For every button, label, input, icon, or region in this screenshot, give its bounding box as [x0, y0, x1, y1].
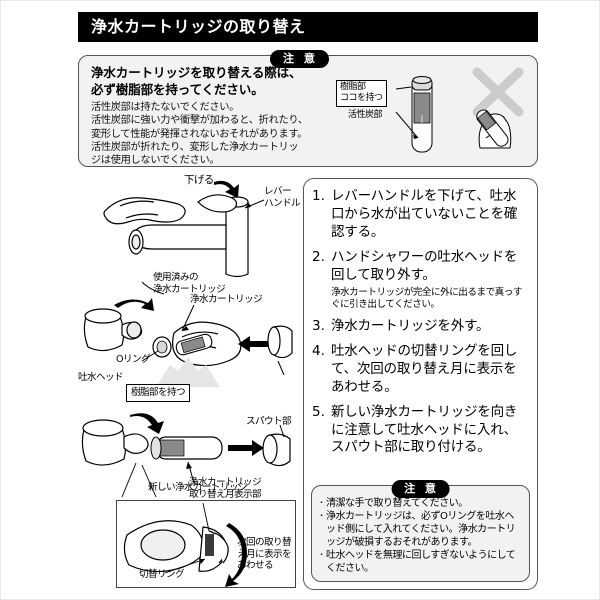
- lower-label: 下げる: [184, 174, 214, 186]
- step-item: 2. ハンドシャワーの吐水ヘッドを回して取り外す。 浄水カートリッジが完全に外に…: [312, 249, 529, 311]
- step-number: 1.: [312, 188, 325, 204]
- step-number: 2.: [312, 248, 325, 265]
- spout-head-label: 吐水ヘッド: [78, 372, 124, 383]
- top-caution-panel: 浄水カートリッジを取り替える際は、 必ず樹脂部を持ってください。 活性炭部は持た…: [78, 55, 538, 167]
- step-text: ハンドシャワーの吐水ヘッドを回して取り外す。: [331, 248, 518, 283]
- top-caution-sub-line: 活性炭部は持たないでください。: [91, 102, 240, 113]
- bottom-caution-item: ･ 清潔な手で取り替えてください。: [319, 497, 522, 510]
- switch-ring-illustration: [123, 502, 247, 587]
- month-display-label-line: 浄水カートリッジ: [189, 477, 262, 488]
- carbon-part-label: 活性炭部: [348, 110, 383, 120]
- bottom-caution-text: 浄水カートリッジは、必ずOリングを吐水ヘッド側にして入れてください。浄水カートリ…: [326, 511, 516, 548]
- step-body: 吐水ヘッドの切替リングを回して、次回の取り替え月に表示をあわせる。: [331, 343, 529, 397]
- step-body: ハンドシャワーの吐水ヘッドを回して取り外す。 浄水カートリッジが完全に外に出るま…: [331, 249, 529, 311]
- bullet-icon: ･: [319, 498, 324, 509]
- page-title-bar: 浄水カートリッジの取り替え: [78, 12, 538, 42]
- used-cartridge-label-line: 浄水カートリッジ: [153, 283, 226, 295]
- hold-resin-label: 樹脂部を持つ: [126, 384, 190, 402]
- top-caution-main-line: 必ず樹脂部を持ってください。: [91, 81, 264, 97]
- new-cartridge-label: 新しい浄水カートリッジ: [148, 482, 248, 493]
- top-caution-sub-line: 活性炭部に強い力や衝撃が加わると、折れたり、: [91, 115, 308, 127]
- step-number: 5.: [312, 403, 325, 420]
- bottom-caution-badge: 注 意: [391, 480, 450, 499]
- resin-part-label: 樹脂部 ココを持つ: [336, 80, 387, 107]
- bottom-caution-text: 吐水ヘッドを無理に回しすぎないようにしてください。: [326, 550, 516, 574]
- set-next-month-label-line: あわせる: [237, 560, 274, 572]
- used-cartridge-label-line: 使用済みの: [153, 272, 199, 283]
- step-body: レバーハンドルを下げて、吐水口から水が出ていないことを確認する。: [331, 188, 529, 242]
- top-caution-badge: 注 意: [270, 50, 329, 69]
- step-text: 吐水ヘッドの切替リングを回して、次回の取り替え月に表示をあわせる。: [331, 342, 518, 395]
- switch-ring-detail-box: 浄水カートリッジ 取り替え月表示部 切替リング 次回の取り替 え月に表示を あわ…: [116, 477, 296, 588]
- lever-handle-label-line: ハンドル: [264, 197, 301, 209]
- step-note: 浄水カートリッジが完全に外に出るまで真っすぐに引き出してください。: [331, 286, 522, 310]
- bullet-icon: ･: [319, 511, 324, 522]
- step-number: 3.: [312, 317, 325, 334]
- bottom-caution-badge-wrap: 注 意: [391, 477, 450, 499]
- top-caution-sub-line: 変形して性能が発揮されないおそれがあります。: [91, 128, 308, 140]
- step-item: 3. 浄水カートリッジを外す。: [312, 318, 529, 336]
- step-text: レバーハンドルを下げて、吐水口から水が出ていないことを確認する。: [331, 188, 518, 240]
- steps-panel: 1. レバーハンドルを下げて、吐水口から水が出ていないことを確認する。 2. ハ…: [303, 178, 538, 590]
- cartridge-figure: 樹脂部 ココを持つ 活性炭部: [334, 60, 532, 164]
- faucet-illustration: [103, 180, 265, 295]
- cartridge-illustration: [395, 67, 524, 153]
- resin-part-label-line: ココを持つ: [340, 93, 383, 104]
- diagram-area: 下げる レバー ハンドル 使用済みの 浄水カートリッジ: [78, 172, 301, 590]
- step-item: 5. 新しい浄水カートリッジを向きに注意して吐水ヘッドに入れ、スパウト部に取り付…: [312, 404, 529, 458]
- bottom-caution-item: ･ 浄水カートリッジは、必ずOリングを吐水ヘッド側にして入れてください。浄水カー…: [319, 510, 522, 549]
- switch-ring-label: 切替リング: [139, 569, 185, 580]
- bottom-caution-item: ･ 吐水ヘッドを無理に回しすぎないようにしてください。: [319, 549, 522, 575]
- top-caution-text: 浄水カートリッジを取り替える際は、 必ず樹脂部を持ってください。 活性炭部は持た…: [91, 65, 329, 167]
- top-caution-badge-wrap: 注 意: [270, 47, 329, 69]
- top-caution-sub-line: ジは使用しないでください。: [91, 155, 220, 166]
- used-cartridge-label: 使用済みの 浄水カートリッジ: [153, 272, 226, 295]
- set-next-month-label: 次回の取り替 え月に表示を あわせる: [237, 537, 292, 572]
- set-next-month-label-line: 次回の取り替: [237, 537, 292, 548]
- bullet-icon: ･: [319, 550, 324, 561]
- top-caution-sub: 活性炭部は持たないでください。 活性炭部に強い力や衝撃が加わると、折れたり、 変…: [91, 101, 329, 167]
- bottom-caution-text: 清潔な手で取り替えてください。: [326, 498, 468, 509]
- top-caution-sub-line: 活性炭部が折れたり、変形した浄水カートリッ: [91, 141, 299, 153]
- top-caution-main-line: 浄水カートリッジを取り替える際は、: [91, 65, 302, 80]
- bottom-caution-panel: 注 意 ･ 清潔な手で取り替えてください。 ･ 浄水カートリッジは、必ずOリング…: [311, 480, 530, 582]
- lever-handle-label: レバー ハンドル: [264, 186, 301, 209]
- resin-part-label-line: 樹脂部: [340, 82, 366, 92]
- step-item: 1. レバーハンドルを下げて、吐水口から水が出ていないことを確認する。: [312, 188, 529, 242]
- page-title: 浄水カートリッジの取り替え: [91, 17, 306, 36]
- step-item: 4. 吐水ヘッドの切替リングを回して、次回の取り替え月に表示をあわせる。: [312, 343, 529, 397]
- step-body: 浄水カートリッジを外す。: [331, 318, 529, 336]
- spout-part-label: スパウト部: [246, 416, 292, 427]
- step-text: 新しい浄水カートリッジを向きに注意して吐水ヘッドに入れ、スパウト部に取り付ける。: [331, 403, 518, 456]
- step-number: 4.: [312, 342, 325, 359]
- cartridge-label: 浄水カートリッジ: [190, 294, 263, 305]
- month-display-label-line: 取り替え月表示部: [189, 488, 262, 500]
- top-caution-main: 浄水カートリッジを取り替える際は、 必ず樹脂部を持ってください。: [91, 65, 329, 98]
- set-next-month-label-line: え月に表示を: [237, 548, 292, 560]
- o-ring-label: Oリング: [116, 354, 151, 365]
- step-text: 浄水カートリッジを外す。: [331, 317, 490, 334]
- month-display-label: 浄水カートリッジ 取り替え月表示部: [189, 477, 262, 500]
- lever-handle-label-line: レバー: [264, 186, 292, 197]
- step-body: 新しい浄水カートリッジを向きに注意して吐水ヘッドに入れ、スパウト部に取り付ける。: [331, 404, 529, 458]
